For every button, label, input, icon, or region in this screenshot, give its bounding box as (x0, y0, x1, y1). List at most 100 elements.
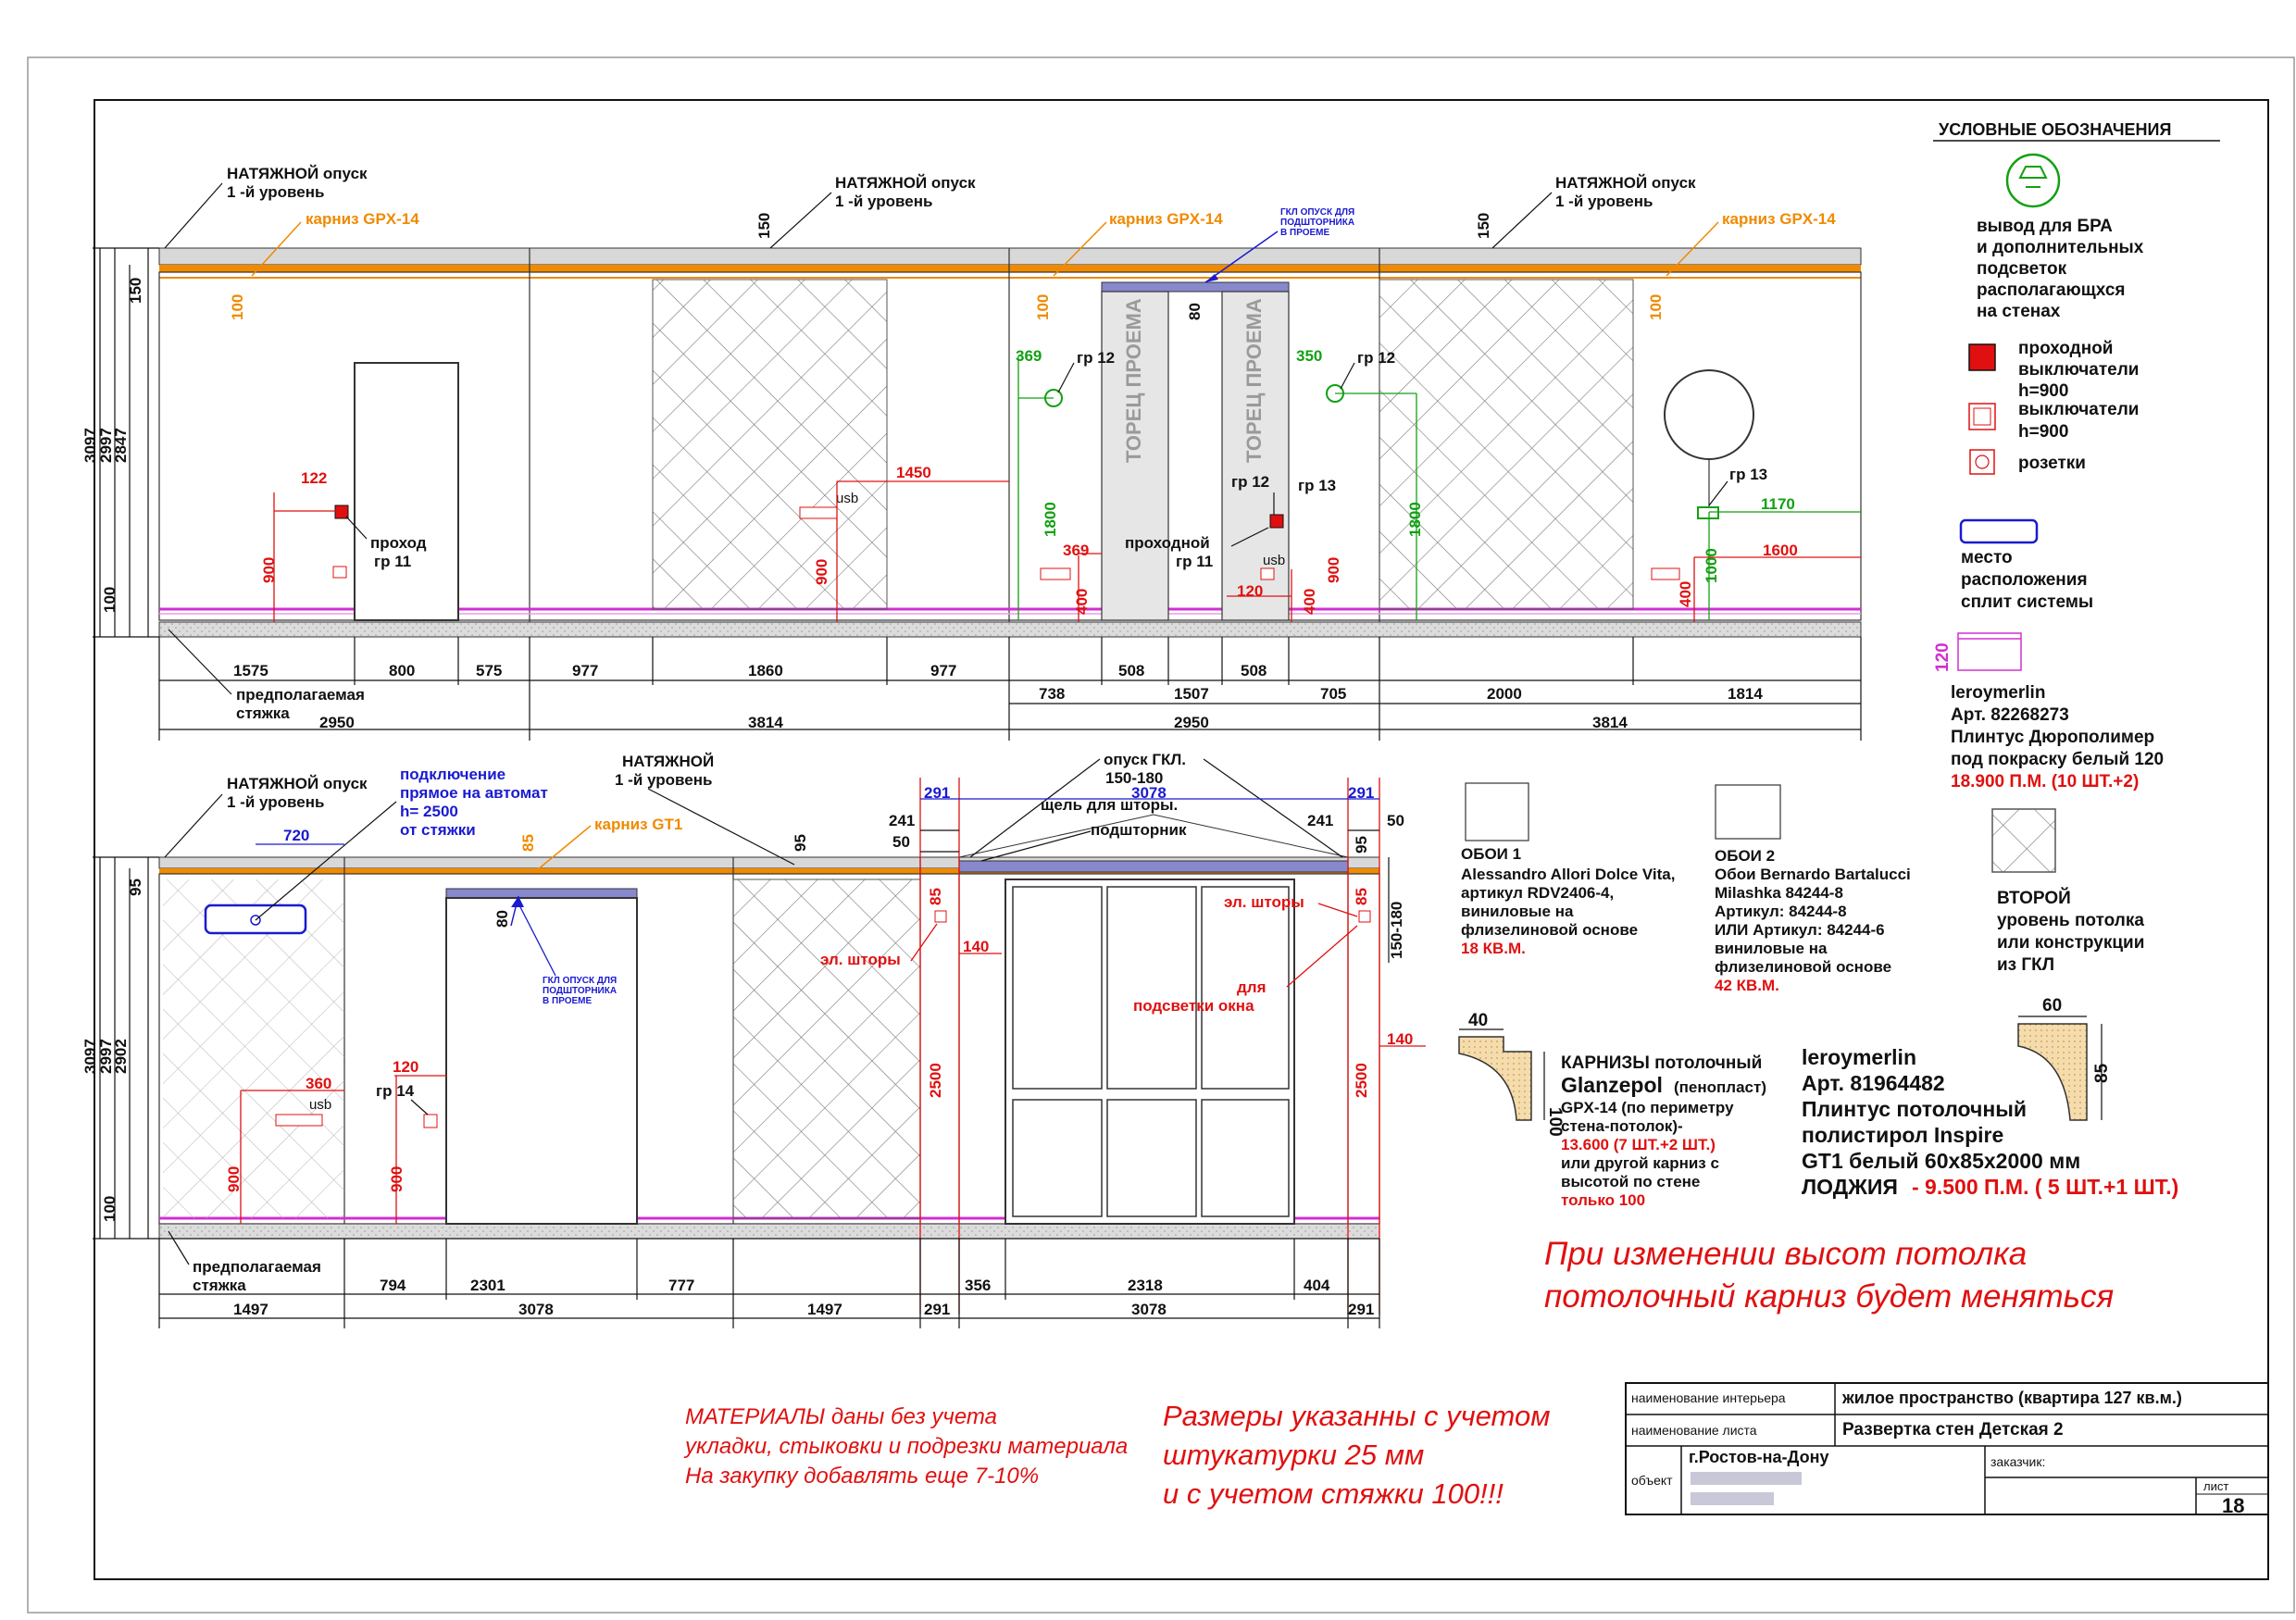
cornice1-qty: 13.600 (7 ШТ.+2 ШТ.) (1561, 1136, 1716, 1153)
top-dim-738: 738 (1039, 685, 1065, 703)
bot-k95b: 95 (792, 834, 809, 852)
legend-switch-2: h=900 (2018, 422, 2068, 442)
top-dim-1507: 1507 (1174, 685, 1209, 703)
bot-r85a: 85 (927, 888, 944, 905)
top-ceil-note-3: НАТЯЖНОЙ опуск (1555, 174, 1696, 192)
bot-dim-291a: 291 (924, 1301, 950, 1318)
top-cornice-100c: 100 (1647, 294, 1665, 320)
stamp-sheet: Развертка стен Детская 2 (1842, 1420, 2064, 1439)
cornice2-h: 85 (2092, 1063, 2112, 1083)
cornice1-note-red: только 100 (1561, 1191, 1645, 1209)
wallpaper2-l2: Обои Bernardo Bartalucci (1715, 866, 1911, 883)
cornice1-profile (1458, 1036, 1532, 1121)
top-r1600: 1600 (1763, 542, 1798, 559)
top-ceil-note-3b: 1 -й уровень (1555, 193, 1653, 210)
bot-screed-b: стяжка (193, 1277, 246, 1294)
top-pass2-a: проходной (1125, 534, 1210, 552)
legend-second-2: уровень потолка (1997, 911, 2144, 930)
top-dim-3814b: 3814 (1592, 714, 1628, 731)
stamp-customer-label: заказчик: (1990, 1454, 2045, 1469)
top-r400c: 400 (1677, 581, 1694, 607)
bot-backlight-b: подсветки окна (1133, 997, 1254, 1015)
bot-k50b: 50 (1387, 812, 1404, 829)
cornice2-loggia: ЛОДЖИЯ (1802, 1175, 1898, 1199)
bot-r900a: 900 (225, 1166, 243, 1192)
bot-slot: щель для шторы. (1041, 796, 1178, 814)
stamp-object-label: объект (1631, 1473, 1673, 1488)
bottom-dimension-lines (158, 1238, 1380, 1328)
bot-connect-2: прямое на автомат (400, 784, 548, 802)
bot-height-1: 3097 (81, 1039, 99, 1074)
curtain-socket-2 (1358, 910, 1371, 923)
wallpaper2-swatch (1715, 784, 1781, 840)
wallpaper1-l3: артикул RDV2406-4, (1461, 884, 1614, 902)
bot-dim-2301: 2301 (470, 1277, 505, 1294)
wallpaper2-l4: Артикул: 84244-8 (1715, 903, 1847, 920)
bot-k100: 100 (101, 1196, 119, 1222)
bot-k95a: 95 (127, 879, 144, 896)
top-cornice-2: карниз GPX-14 (1109, 210, 1223, 228)
legend-pass-3: h=900 (2018, 381, 2068, 401)
note-materials-2: укладки, стыковки и подрезки материала (683, 1434, 1128, 1459)
top-gr13a: гр 13 (1298, 477, 1336, 494)
stamp-interior-label: наименование интерьера (1631, 1390, 1786, 1405)
top-r120: 120 (1237, 582, 1263, 600)
top-cornice-3: карниз GPX-14 (1722, 210, 1836, 228)
split-legend-icon (1959, 518, 2039, 544)
top-dim-150b: 150 (755, 213, 773, 239)
outer-frame (27, 56, 2295, 1614)
usb-socket-3 (275, 1114, 323, 1127)
socket-legend-icon (1969, 449, 1995, 475)
stamp-sheet-label: наименование листа (1631, 1423, 1757, 1438)
top-ceil-note-2b: 1 -й уровень (835, 193, 932, 210)
note-sizes-3: и с учетом стяжки 100!!! (1163, 1477, 1504, 1510)
top-r900c: 900 (1325, 557, 1342, 583)
bot-ceil1-a: НАТЯЖНОЙ опуск (227, 775, 368, 792)
bot-usb: usb (309, 1097, 331, 1113)
note-ceiling-2: потолочный карниз будет меняться (1544, 1278, 2114, 1315)
socket-3 (1651, 567, 1680, 580)
top-gkl-note-2: ПОДШТОРНИКА (1280, 218, 1354, 228)
legend-second-1: ВТОРОЙ (1997, 888, 2071, 908)
switch-pass-icon-2 (1269, 514, 1284, 529)
bot-r120: 120 (393, 1058, 418, 1076)
wallpaper1-qty: 18 КВ.М. (1461, 940, 1526, 957)
top-dimension-lines (158, 637, 1862, 741)
bot-ceil2-a: НАТЯЖНОЙ (622, 753, 714, 770)
cornice1-note1: или другой карниз с (1561, 1154, 1719, 1172)
bot-b291a: 291 (924, 784, 950, 802)
wallpaper1-l1: ОБОИ 1 (1461, 845, 1521, 863)
top-gr13b: гр 13 (1729, 466, 1767, 483)
stamp-list-label: лист (2203, 1479, 2228, 1493)
bot-podshtornik: подшторник (1091, 821, 1187, 839)
switch-pass-legend-icon (1968, 343, 1996, 371)
second-level-icon (1991, 808, 2056, 873)
bot-b291b: 291 (1348, 784, 1374, 802)
legend-plinth-3: Плинтус Дюрополимер (1951, 728, 2154, 747)
wallpaper2-l1: ОБОИ 2 (1715, 847, 1775, 865)
bot-gkl-3: В ПРОЕМЕ (543, 996, 593, 1006)
bot-k95c: 95 (1353, 836, 1370, 854)
cornice2-l3: Плинтус потолочный (1802, 1097, 2027, 1121)
top-r400b: 400 (1301, 589, 1318, 615)
top-r369: 369 (1063, 542, 1089, 559)
bot-dim-1497b: 1497 (807, 1301, 842, 1318)
cornice1-l2: стена-потолок)- (1561, 1117, 1683, 1135)
top-dim-1575: 1575 (233, 662, 268, 679)
bot-curtain-a: эл. шторы (820, 951, 901, 968)
top-dim-1814: 1814 (1728, 685, 1763, 703)
top-g1170: 1170 (1761, 495, 1795, 513)
bot-cornice: карниз GT1 (594, 816, 682, 833)
socket-2 (1040, 567, 1071, 580)
top-dim-508a: 508 (1118, 662, 1144, 679)
top-height-3: 2847 (112, 428, 130, 463)
note-sizes-2: штукатурки 25 мм (1163, 1439, 1424, 1471)
bot-o85: 85 (519, 834, 537, 852)
top-screed-a: предполагаемая (236, 686, 365, 704)
legend-pass-2: выключатели (2018, 360, 2139, 380)
bot-gkl-top-1: опуск ГКЛ. (1104, 751, 1186, 768)
top-r900a: 900 (260, 557, 278, 583)
top-gr12b: гр 12 (1357, 349, 1395, 367)
top-cornice-100b: 100 (1034, 294, 1052, 320)
switch-icon-4 (423, 1114, 438, 1128)
